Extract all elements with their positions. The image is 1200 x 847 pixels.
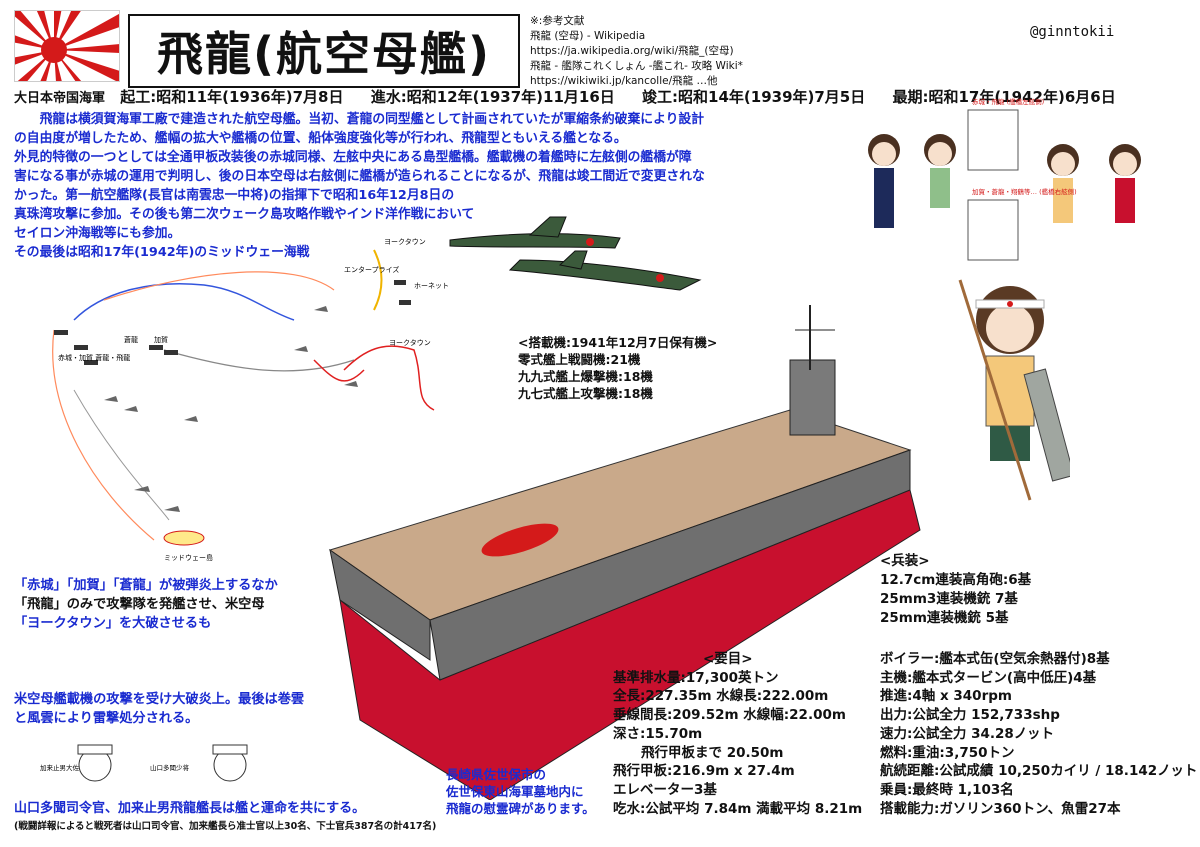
map-label-soryu: 蒼龍: [124, 335, 138, 344]
spec-item: 飛行甲板まで 20.50m: [641, 744, 784, 761]
propulsion-specs: ボイラー:艦本式缶(空気余熱器付)8基 主機:艦本式タービン(高中低圧)4基 推…: [880, 650, 1197, 818]
references: ※:参考文献 飛龍 (空母) - Wikipedia https://ja.wi…: [530, 14, 860, 89]
history-line: その最後は昭和17年(1942年)のミッドウェー海戦: [14, 245, 310, 260]
launched-date: 進水:昭和12年(1937年)11月16日: [370, 88, 615, 106]
aircraft-illustration: [449, 216, 702, 291]
officer-label-kaku: 加来止男大佐: [40, 763, 80, 772]
armament-item: 12.7cm連装高角砲:6基: [880, 572, 1032, 588]
officers-illustration: 加来止男大佐 山口多聞少将: [40, 744, 248, 782]
midway-line: 「赤城」「加賀」「蒼龍」が被弾炎上するなか: [14, 578, 278, 593]
engine-item: 主機:艦本式タービン(高中低圧)4基: [880, 669, 1097, 686]
engine-item: ボイラー:艦本式缶(空気余熱器付)8基: [880, 651, 1110, 667]
history-line: の自由度が増したため、艦幅の拡大や艦橋の位置、船体強度強化等が行われ、飛龍型とも…: [14, 131, 627, 146]
spec-item: 飛行甲板:216.9m x 27.4m: [613, 763, 795, 780]
engine-item: 推進:4軸 x 340rpm: [880, 688, 1012, 705]
page-title: 飛龍(航空母艦): [156, 27, 492, 81]
monument-line: 飛龍の慰霊碑があります。: [446, 801, 595, 816]
officer-label-yamaguchi: 山口多聞少将: [150, 763, 190, 772]
armament-item: 25mm3連装機銃 7基: [880, 591, 1018, 607]
fate-line: 米空母艦載機の攻撃を受け大破炎上。最後は巻雲: [14, 692, 305, 707]
map-label-hornet: ホーネット: [414, 282, 449, 290]
history-line: 真珠湾攻撃に参加。その後も第二次ウェーク島攻略作戦やインド洋作戦において: [14, 207, 475, 222]
map-label-yorktown: ヨークタウン: [384, 237, 426, 246]
history-line: かった。第一航空艦隊(長官は南雲忠一中将)の指揮下で昭和16年12月8日の: [14, 188, 455, 203]
spec-item: 吃水:公試平均 7.84m 満載平均 8.21m: [613, 800, 863, 817]
map-label-yorktown2: ヨークタウン: [389, 338, 431, 347]
midway-line: 「飛龍」のみで攻撃隊を発艦させ、米空母: [14, 597, 265, 612]
spec-item: 基準排水量:17,300英トン: [613, 669, 779, 686]
aircraft-heading: <搭載機:1941年12月7日保有機>: [518, 335, 718, 350]
monument-line: 佐世保東山海軍墓地内に: [446, 784, 584, 799]
char-label-starboard: 加賀・蒼龍・翔鶴等… (艦橋右舷側): [972, 187, 1077, 196]
reference-line: 飛龍 - 艦隊これくしょん -艦これ- 攻略 Wiki*: [530, 60, 743, 72]
specs-heading: <要目>: [703, 651, 753, 667]
history-line: 害になる事が赤城の運用で判明し、後の日本空母は右舷側に艦橋が造られることになるが…: [14, 169, 705, 184]
fate-text: 米空母艦載機の攻撃を受け大破炎上。最後は巻雲 と風雲により雷撃処分される。: [14, 690, 304, 728]
reference-line: 飛龍 (空母) - Wikipedia: [530, 30, 646, 42]
title-box: 飛龍(航空母艦): [128, 14, 520, 88]
map-label-enterprise: エンタープライズ: [344, 265, 399, 274]
armament-item: 25mm連装機銃 5基: [880, 610, 1009, 626]
battle-map-illustration: 赤城・加賀 蒼龍・飛龍 蒼龍 加賀 ヨークタウン エンタープライズ ホーネット …: [52, 237, 449, 562]
date-bar: 大日本帝国海軍 起工:昭和11年(1936年)7月8日 進水:昭和12年(193…: [14, 86, 1194, 107]
references-heading: ※:参考文献: [530, 15, 585, 27]
spec-item: エレベーター3基: [613, 781, 717, 798]
navy-label: 大日本帝国海軍: [14, 91, 106, 106]
midway-line: 「ヨークタウン」を大破させるも: [14, 616, 212, 631]
aircraft-complement: <搭載機:1941年12月7日保有機> 零式艦上戦闘機:21機 九九式艦上爆撃機…: [518, 334, 717, 402]
history-line: 外見的特徴の一つとしては全通甲板改装後の赤城同様、左舷中央にある島型艦橋。艦載機…: [14, 150, 692, 165]
armament: <兵装> 12.7cm連装高角砲:6基 25mm3連装機銃 7基 25mm連装機…: [880, 552, 1031, 628]
engine-item: 搭載能力:ガソリン360トン、魚雷27本: [880, 800, 1121, 817]
history-text: 飛龍は横須賀海軍工廠で建造された航空母艦。当初、蒼龍の同型艦として計画されていた…: [14, 110, 774, 262]
map-label-carriers: 赤城・加賀 蒼龍・飛龍: [58, 353, 130, 362]
monument-line: 長崎県佐世保市の: [446, 767, 547, 782]
aircraft-item: 九九式艦上爆撃機:18機: [518, 369, 653, 384]
monument-text: 長崎県佐世保市の 佐世保東山海軍墓地内に 飛龍の慰霊碑があります。: [446, 766, 595, 817]
history-line: セイロン沖海戦等にも参加。: [14, 226, 181, 241]
spec-item: 垂線間長:209.52m 水線幅:22.00m: [613, 707, 846, 724]
engine-item: 航続距離:公試成績 10,250カイリ / 18.142ノット: [880, 763, 1198, 780]
engine-item: 燃料:重油:3,750トン: [880, 744, 1015, 761]
engine-item: 出力:公試全力 152,733shp: [880, 707, 1060, 724]
rising-sun-flag: [14, 10, 120, 82]
map-label-midway: ミッドウェー島: [164, 553, 213, 562]
aircraft-item: 零式艦上戦闘機:21機: [518, 352, 641, 367]
reference-line: https://wikiwiki.jp/kancolle/飛龍 …他: [530, 75, 718, 87]
engine-item: 速力:公試全力 34.28ノット: [880, 725, 1055, 742]
final-line: 山口多聞司令官、加来止男飛龍艦長は艦と運命を共にする。: [14, 801, 366, 816]
armament-heading: <兵装>: [880, 553, 930, 569]
final-date: 最期:昭和17年(1942年)6月6日: [892, 88, 1116, 106]
map-label-kaga: 加賀: [154, 335, 168, 344]
character-illustrations: 赤城・飛龍 (艦橋左舷側) 加賀・蒼龍・翔鶴等… (艦橋右舷側): [868, 97, 1141, 261]
char-label-port: 赤城・飛龍 (艦橋左舷側): [972, 97, 1044, 106]
final-text: 山口多聞司令官、加来止男飛龍艦長は艦と運命を共にする。 (戦闘詳報によると戦死者…: [14, 800, 436, 836]
specifications: <要目> 基準排水量:17,300英トン 全長:227.35m 水線長:222.…: [613, 650, 862, 818]
carrier-hiryu-illustration: [328, 305, 921, 800]
hiryu-character: [958, 279, 1070, 501]
laid-down-date: 起工:昭和11年(1936年)7月8日: [120, 88, 344, 106]
midway-text: 「赤城」「加賀」「蒼龍」が被弾炎上するなか 「飛龍」のみで攻撃隊を発艦させ、米空…: [14, 576, 278, 633]
casualty-note: (戦闘詳報によると戦死者は山口司令官、加来艦長ら准士官以上30名、下士官兵387…: [14, 821, 437, 832]
reference-line: https://ja.wikipedia.org/wiki/飛龍_(空母): [530, 45, 734, 57]
spec-item: 深さ:15.70m: [613, 725, 703, 742]
author-handle: @ginntokii: [1030, 24, 1115, 40]
engine-item: 乗員:最終時 1,103名: [880, 781, 1014, 798]
fate-line: と風雲により雷撃処分される。: [14, 711, 199, 726]
aircraft-item: 九七式艦上攻撃機:18機: [518, 386, 653, 401]
commissioned-date: 竣工:昭和14年(1939年)7月5日: [642, 88, 866, 106]
history-line: 飛龍は横須賀海軍工廠で建造された航空母艦。当初、蒼龍の同型艦として計画されていた…: [39, 112, 705, 127]
spec-item: 全長:227.35m 水線長:222.00m: [613, 688, 829, 705]
